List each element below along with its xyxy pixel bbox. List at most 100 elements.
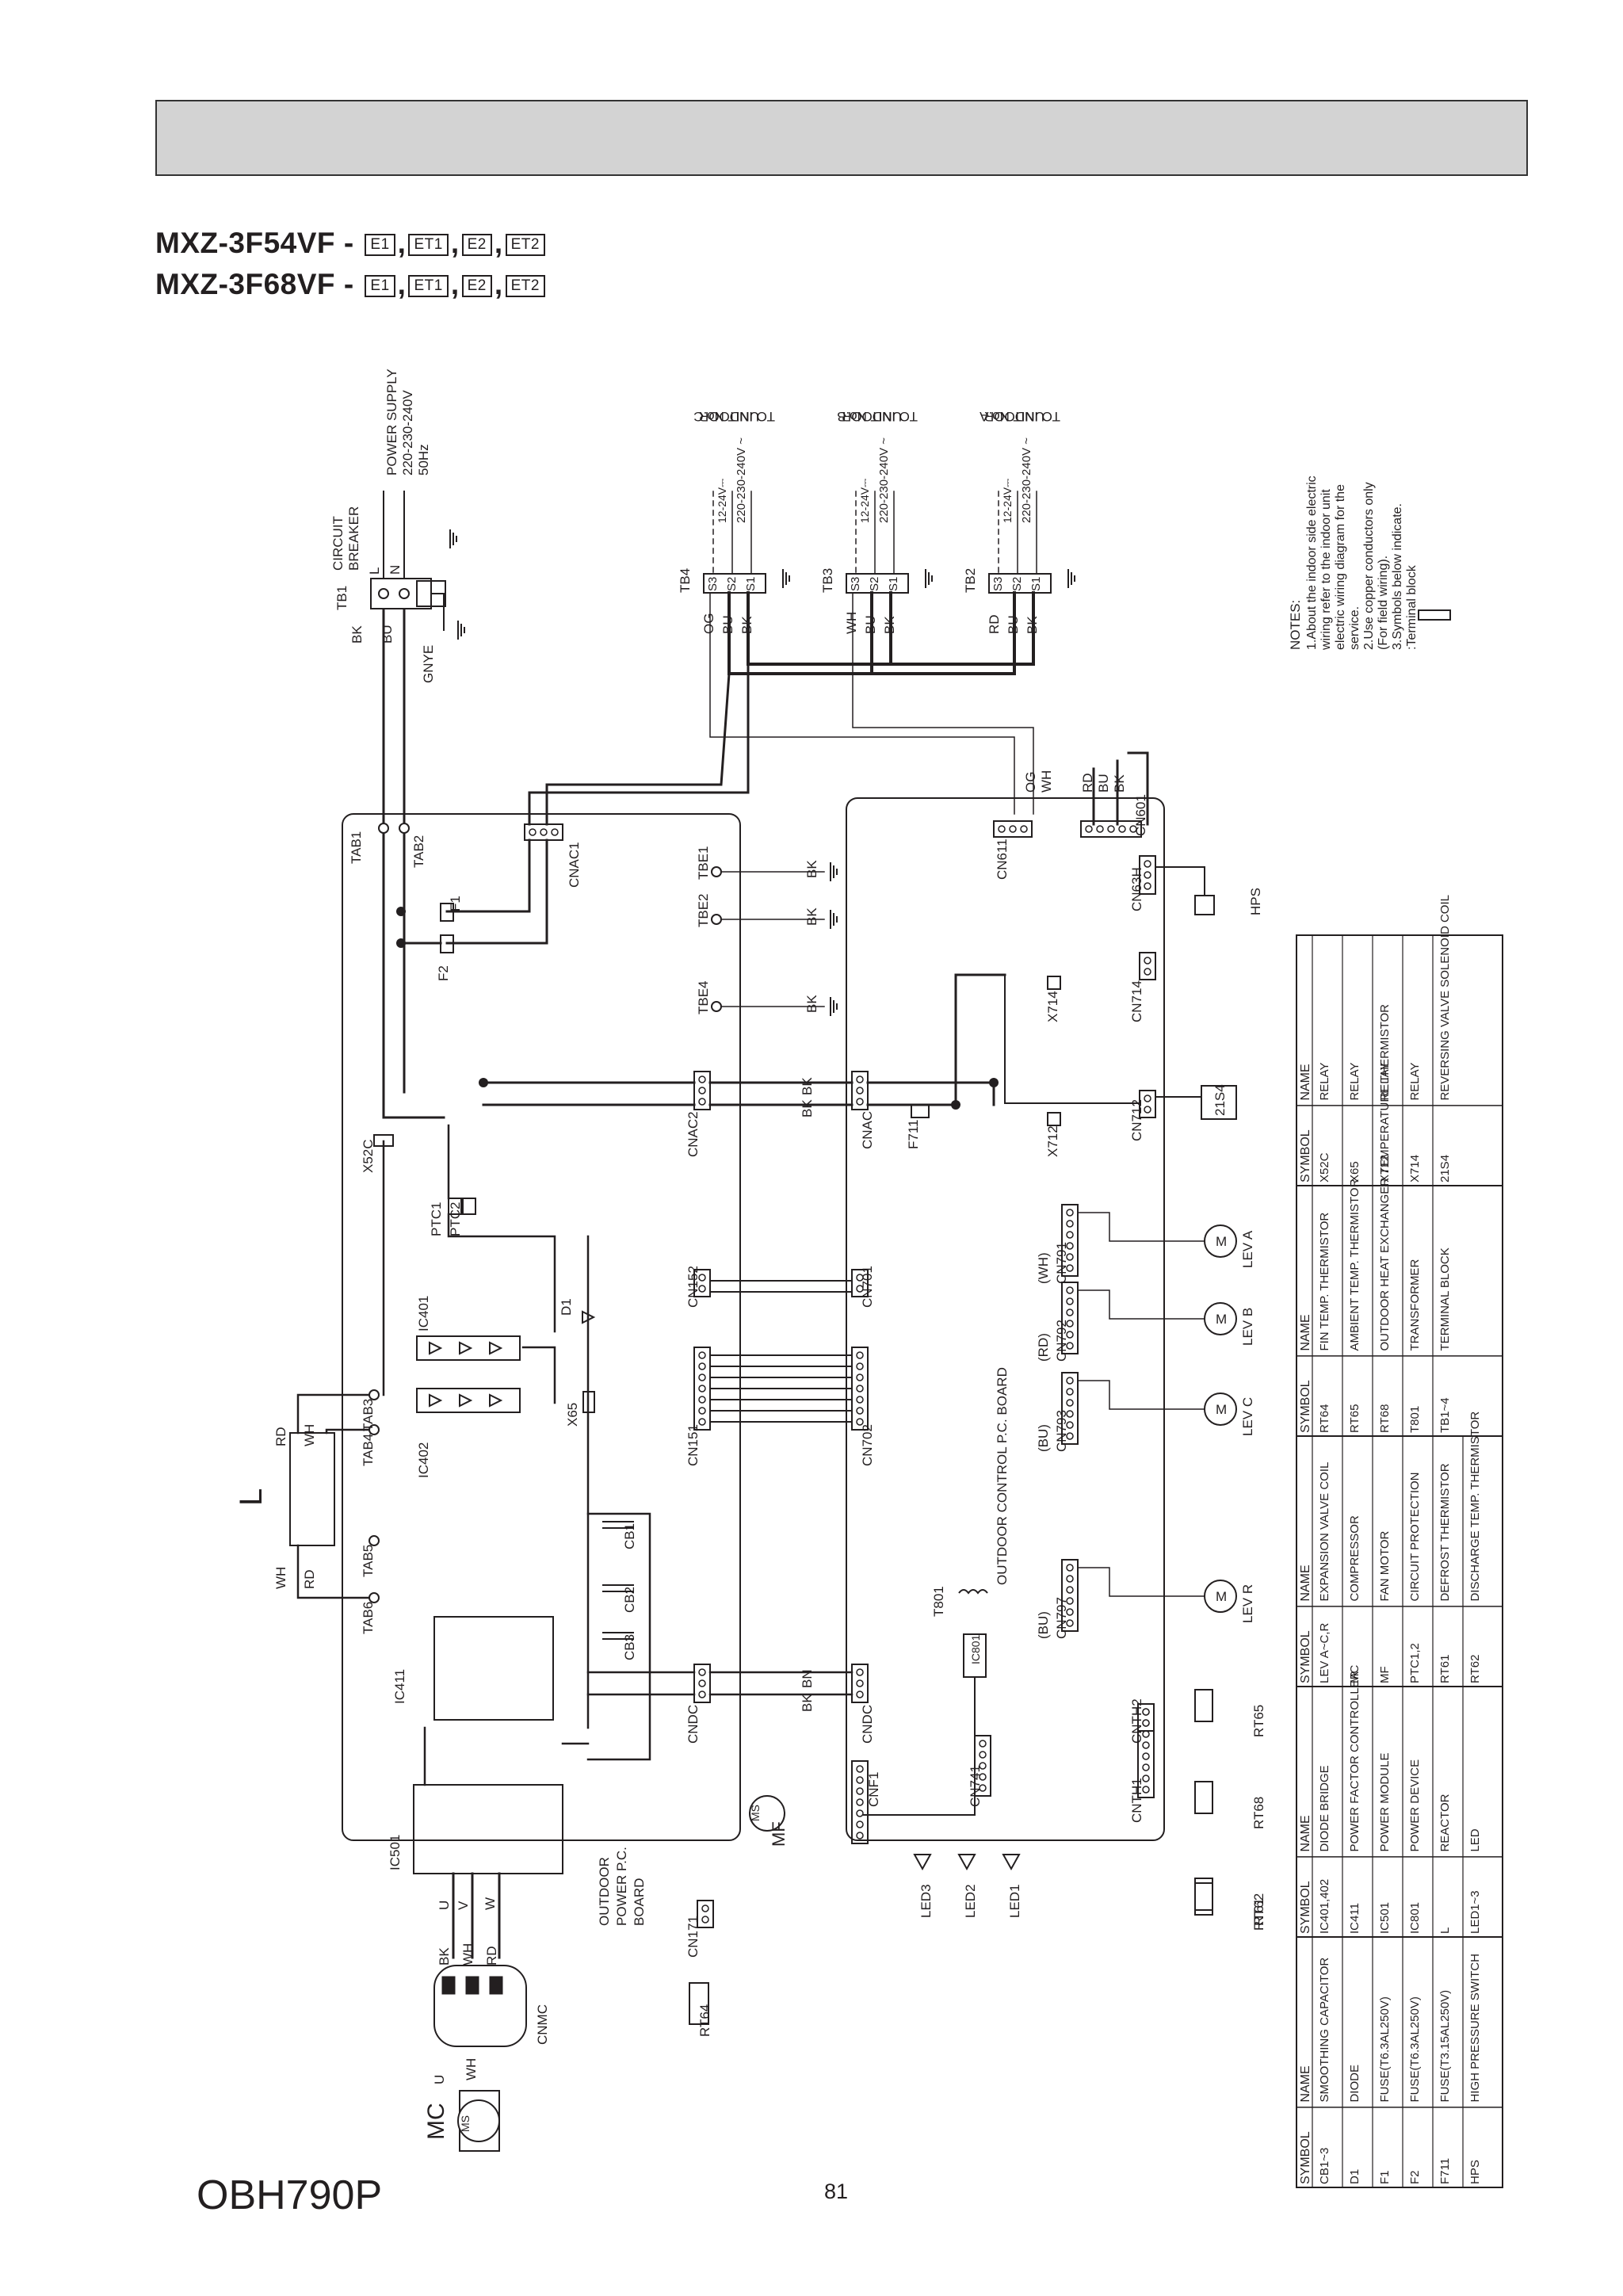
legend-symbol: LEV A~C,R bbox=[1318, 1623, 1331, 1683]
wire-wh-label: WH bbox=[302, 1424, 317, 1446]
connector-pin bbox=[701, 1916, 709, 1924]
legend-symbol: IC411 bbox=[1348, 1903, 1361, 1934]
t801-wire bbox=[863, 1676, 976, 1816]
cnmc-connector bbox=[433, 1965, 527, 2047]
connector-pin bbox=[698, 1679, 706, 1687]
cnmc-pin bbox=[489, 1976, 503, 1995]
signal-voltage-label: 12-24V⎓ bbox=[1001, 479, 1014, 523]
legend-name: TERMINAL BLOCK bbox=[1438, 1247, 1452, 1350]
compressor-mc-label: MC bbox=[423, 2103, 449, 2140]
lev-color-label: (RD) bbox=[1036, 1333, 1051, 1362]
led-icon bbox=[913, 1854, 932, 1871]
transformer-label: T801 bbox=[931, 1586, 946, 1617]
tab1-label: TAB1 bbox=[349, 831, 364, 864]
legend-symbol: F711 bbox=[1438, 2158, 1452, 2184]
junction-dot bbox=[951, 1100, 960, 1110]
ic801-label: IC801 bbox=[969, 1634, 982, 1664]
tb1-n-terminal bbox=[399, 588, 410, 599]
legend-header-symbol: SYMBOL bbox=[1299, 1630, 1312, 1683]
connector-pin bbox=[698, 1075, 706, 1083]
indoor-ground-icon bbox=[925, 569, 933, 588]
motor-m-label: M bbox=[1216, 1589, 1227, 1604]
wire-bk-label: BK bbox=[800, 1077, 815, 1095]
tbe-label: TBE2 bbox=[696, 893, 711, 927]
legend-header-name: NAME bbox=[1299, 2065, 1312, 2102]
connector-pin bbox=[698, 1690, 706, 1698]
connector-pin bbox=[856, 1668, 864, 1676]
connector-pin bbox=[1066, 1399, 1074, 1407]
model-name-1: MXZ-3F54VF - bbox=[155, 227, 354, 259]
legend-header-symbol: SYMBOL bbox=[1299, 1380, 1312, 1433]
led-label: LED3 bbox=[918, 1884, 934, 1918]
lev-wire bbox=[1077, 1289, 1205, 1320]
legend-name: FUSE(T6.3AL250V) bbox=[1408, 1996, 1422, 2102]
thermistor-label: RT65 bbox=[1251, 1705, 1266, 1737]
legend-header-name: NAME bbox=[1299, 1064, 1312, 1100]
circuit-breaker-label: CIRCUIT bbox=[330, 516, 346, 571]
cnmc-pin bbox=[441, 1976, 456, 1995]
connector-pin bbox=[1144, 957, 1151, 965]
lev-label: LEV R bbox=[1240, 1584, 1255, 1623]
terminal-pin-label: S3 bbox=[706, 577, 720, 591]
lev-wire bbox=[1077, 1212, 1205, 1242]
connector-pin bbox=[856, 1351, 864, 1359]
terminal-pin-label: S3 bbox=[849, 577, 862, 591]
legend-symbol: RT64 bbox=[1318, 1404, 1331, 1433]
legend-name: CIRCUIT PROTECTION bbox=[1408, 1472, 1422, 1601]
fuse-f1-label: F1 bbox=[448, 896, 463, 911]
suffix-e2: E2 bbox=[461, 275, 492, 298]
f2-wire bbox=[445, 839, 548, 945]
legend-name: RELAY bbox=[1318, 1062, 1331, 1100]
connector-pin bbox=[1066, 1410, 1074, 1418]
connector-pin bbox=[856, 1690, 864, 1698]
control-board-label: OUTDOOR CONTROL P.C. BOARD bbox=[995, 1367, 1010, 1585]
indoor-terminal-block-tb4 bbox=[703, 573, 766, 594]
legend-name: POWER MODULE bbox=[1378, 1753, 1392, 1852]
relay-x52c-contact bbox=[373, 1134, 394, 1147]
legend-name: DEFROST THERMISTOR bbox=[1438, 1463, 1452, 1601]
wire-bk-label: BK bbox=[804, 907, 819, 926]
legend-name: RELAY bbox=[1348, 1062, 1361, 1100]
cnac2-connector bbox=[693, 1071, 711, 1110]
reactor-l-box bbox=[289, 1432, 335, 1546]
ic402-label: IC402 bbox=[416, 1442, 431, 1478]
cnac-label: CNAC bbox=[860, 1111, 875, 1149]
tbe-ring bbox=[711, 866, 722, 877]
cnmc-label: CNMC bbox=[535, 2004, 550, 2045]
control-board-outline bbox=[846, 797, 1165, 1841]
connector-pin bbox=[979, 1740, 987, 1748]
led-icon bbox=[1002, 1854, 1021, 1871]
fuse-f711-symbol bbox=[911, 1104, 930, 1118]
wire-wh-label: WH bbox=[273, 1567, 288, 1589]
connector-pin bbox=[1066, 1242, 1074, 1250]
tab-label: TAB4 bbox=[361, 1434, 376, 1466]
wire-color-label: BK bbox=[1025, 616, 1040, 634]
rt64-label: RT64 bbox=[697, 2004, 712, 2037]
connector-pin bbox=[1066, 1231, 1074, 1239]
connector-pin bbox=[698, 1373, 706, 1381]
connector-pin bbox=[1144, 1106, 1151, 1114]
connector-pin bbox=[1066, 1586, 1074, 1594]
connector-pin bbox=[856, 1098, 864, 1106]
tb1-n-label: N bbox=[388, 565, 403, 575]
connector-pin bbox=[698, 1385, 706, 1392]
fan-ms-label: MS bbox=[749, 1805, 762, 1821]
wire-rd-label: RD bbox=[273, 1427, 288, 1446]
reversing-valve-21s4-coil bbox=[1201, 1085, 1237, 1120]
legend-symbol: D1 bbox=[1348, 2169, 1361, 2184]
connector-pin bbox=[1066, 1597, 1074, 1605]
legend-name: FUSE(T6.3AL250V) bbox=[1378, 1996, 1392, 2102]
connector-pin bbox=[1066, 1209, 1074, 1217]
capacitor-label: CB1 bbox=[622, 1523, 637, 1549]
wire-bk-label: BK bbox=[800, 1099, 815, 1117]
connector-pin bbox=[856, 1798, 864, 1806]
lev-motor-icon bbox=[1204, 1580, 1237, 1613]
diode-symbol bbox=[489, 1393, 503, 1408]
indoor-terminal-block-tb2 bbox=[988, 573, 1052, 594]
connector-pin bbox=[698, 1668, 706, 1676]
legend-symbol: TB1~4 bbox=[1438, 1397, 1452, 1433]
ptc2-element bbox=[462, 1198, 476, 1215]
terminal-pin-label: S2 bbox=[1010, 577, 1024, 591]
power-board-outline bbox=[342, 813, 741, 1841]
